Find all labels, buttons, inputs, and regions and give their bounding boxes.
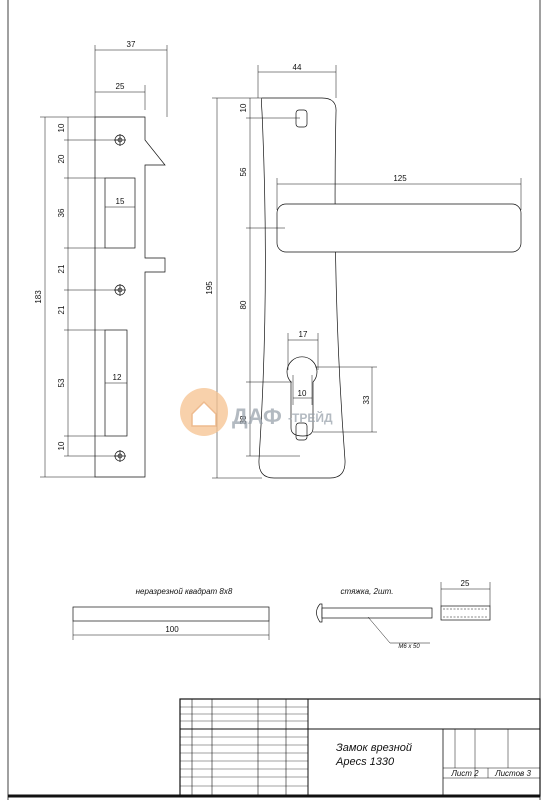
dim-12: 12 xyxy=(113,373,122,382)
tie-bolt-shank xyxy=(321,607,433,619)
dim-15: 15 xyxy=(116,197,125,206)
strike-plate-dimensions xyxy=(40,45,168,478)
spindle-bar xyxy=(72,606,270,622)
dim-195: 195 xyxy=(205,281,214,295)
spindle: неразрезной квадрат 8х8 100 xyxy=(72,587,270,640)
fixing-hole-top xyxy=(295,109,308,128)
drawing-title-line2: Apecs 1330 xyxy=(335,756,395,768)
fixing-hole-bottom xyxy=(295,422,308,441)
dim-38: 38 xyxy=(239,415,248,424)
handle-plate xyxy=(258,97,522,479)
dim-10-bottom: 10 xyxy=(57,441,66,450)
dim-10-top: 10 xyxy=(57,123,66,132)
dim-37: 37 xyxy=(127,40,136,49)
house-icon xyxy=(191,400,217,427)
tie-bolt-labels: стяжка, 2шт. М6 х 50 25 xyxy=(341,579,470,650)
watermark-logo: ДАФ -ТРЕЙД xyxy=(180,388,333,436)
drawing-title-line1: Замок врезной xyxy=(336,742,412,754)
sheet-number-label: Лист 2 xyxy=(450,769,479,778)
strike-slot-upper xyxy=(104,177,136,249)
dim-183: 183 xyxy=(34,290,43,304)
dim-21-a: 21 xyxy=(57,264,66,273)
sheet-count-label: Листов 3 xyxy=(494,769,531,778)
tie-sleeve-thread xyxy=(443,608,488,618)
strike-plate-labels: 37 25 183 10 20 36 15 21 21 53 12 10 xyxy=(34,40,136,450)
handle-plate-outline xyxy=(258,97,346,479)
dim-25: 25 xyxy=(116,82,125,91)
strike-plate-outline xyxy=(94,116,166,478)
dim-17: 17 xyxy=(299,330,308,339)
handle-plate-labels: 44 195 10 56 125 80 17 10 33 38 xyxy=(205,63,407,424)
dim-53: 53 xyxy=(57,378,66,387)
tie-sleeve xyxy=(440,605,491,621)
watermark-brand: ДАФ xyxy=(232,404,282,429)
dim-100: 100 xyxy=(165,625,179,634)
lever-handle xyxy=(276,203,522,253)
tie-bolt xyxy=(316,582,491,644)
spindle-label: неразрезной квадрат 8х8 xyxy=(136,587,233,596)
strike-plate xyxy=(94,116,166,478)
dim-25-sleeve: 25 xyxy=(461,579,470,588)
dim-33: 33 xyxy=(362,395,371,404)
title-block-text: Замок врезной Apecs 1330 Лист 2 Листов 3 xyxy=(335,742,531,778)
title-block xyxy=(179,698,541,797)
dim-56: 56 xyxy=(239,167,248,176)
dim-21-b: 21 xyxy=(57,305,66,314)
dim-10-handle: 10 xyxy=(239,103,248,112)
dim-20: 20 xyxy=(57,154,66,163)
tie-label: стяжка, 2шт. xyxy=(341,587,394,596)
dim-44: 44 xyxy=(293,63,302,72)
dim-125: 125 xyxy=(393,174,407,183)
watermark-suffix: -ТРЕЙД xyxy=(288,410,333,425)
tie-size: М6 х 50 xyxy=(398,644,420,650)
dim-10-cyl: 10 xyxy=(298,389,307,398)
cylinder-cutout xyxy=(286,356,318,437)
tie-bolt-head xyxy=(316,603,323,623)
dim-36: 36 xyxy=(57,208,66,217)
dim-80: 80 xyxy=(239,300,248,309)
